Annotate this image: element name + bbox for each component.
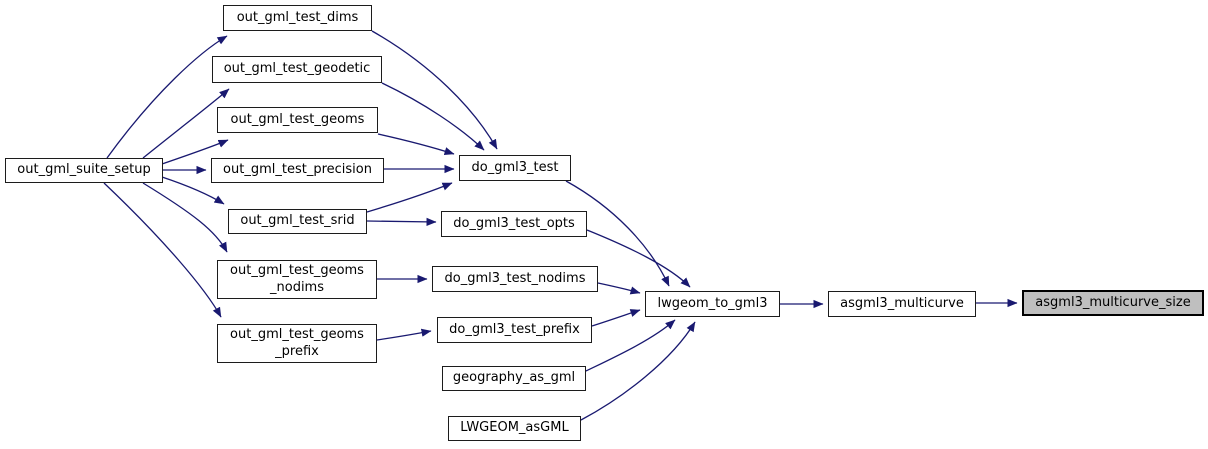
graph-node-asgml3-multicurve-size: asgml3_multicurve_size (1022, 290, 1204, 316)
edge-suite-setup-to-geoms-nodims (142, 182, 228, 253)
graph-node-lwgeom-to-gml3[interactable]: lwgeom_to_gml3 (645, 291, 780, 317)
edge-suite-setup-to-test-dims (106, 35, 228, 159)
edge-lwgeom-asgml-to-lwgeom-to-gml3 (580, 321, 696, 421)
edge-test-srid-to-do-gml3-test (366, 182, 453, 213)
graph-node-out-gml-test-geoms-prefix[interactable]: out_gml_test_geoms _prefix (217, 324, 377, 363)
graph-node-do-gml3-test-opts[interactable]: do_gml3_test_opts (441, 211, 587, 237)
edge-test-dims-to-do-gml3-test (371, 30, 498, 150)
graph-node-do-gml3-test[interactable]: do_gml3_test (459, 155, 571, 181)
edge-do-gml3-test-to-lwgeom-to-gml3 (565, 180, 670, 287)
edge-do-test-opts-to-lwgeom-to-gml3 (586, 229, 691, 288)
edge-test-srid-to-do-test-opts (366, 217, 437, 226)
edge-do-test-prefix-to-lwgeom-to-gml3 (591, 309, 641, 327)
edge-suite-setup-to-test-srid (161, 176, 225, 205)
graph-node-geography-as-gml[interactable]: geography_as_gml (442, 366, 586, 391)
edge-suite-setup-to-geoms-prefix (103, 182, 222, 318)
graph-node-out-gml-test-geoms[interactable]: out_gml_test_geoms (217, 107, 378, 133)
graph-node-out-gml-test-srid[interactable]: out_gml_test_srid (228, 209, 367, 234)
graph-node-do-gml3-test-prefix[interactable]: do_gml3_test_prefix (437, 317, 592, 343)
graph-node-do-gml3-test-nodims[interactable]: do_gml3_test_nodims (432, 266, 598, 292)
edge-test-geoms-to-do-gml3-test (377, 133, 455, 156)
graph-node-out-gml-test-dims[interactable]: out_gml_test_dims (223, 5, 372, 31)
graph-node-out-gml-test-precision[interactable]: out_gml_test_precision (211, 158, 384, 183)
graph-node-asgml3-multicurve[interactable]: asgml3_multicurve (828, 291, 976, 317)
graph-node-out-gml-suite-setup[interactable]: out_gml_suite_setup (5, 158, 163, 183)
graph-node-out-gml-test-geodetic[interactable]: out_gml_test_geodetic (212, 56, 382, 83)
edge-do-test-nodims-to-lwgeom-to-gml3 (597, 282, 641, 295)
edge-geoms-prefix-to-do-test-prefix (376, 328, 432, 341)
edge-geography-as-gml-to-lwgeom-to-gml3 (585, 319, 676, 372)
graph-node-lwgeom-asgml[interactable]: LWGEOM_asGML (448, 416, 581, 441)
edge-suite-setup-to-test-geoms (161, 139, 229, 165)
graph-node-out-gml-test-geoms-nodims[interactable]: out_gml_test_geoms _nodims (217, 260, 377, 299)
edge-suite-setup-to-test-geodetic (142, 88, 230, 159)
edge-test-geodetic-to-do-gml3-test (381, 82, 485, 151)
